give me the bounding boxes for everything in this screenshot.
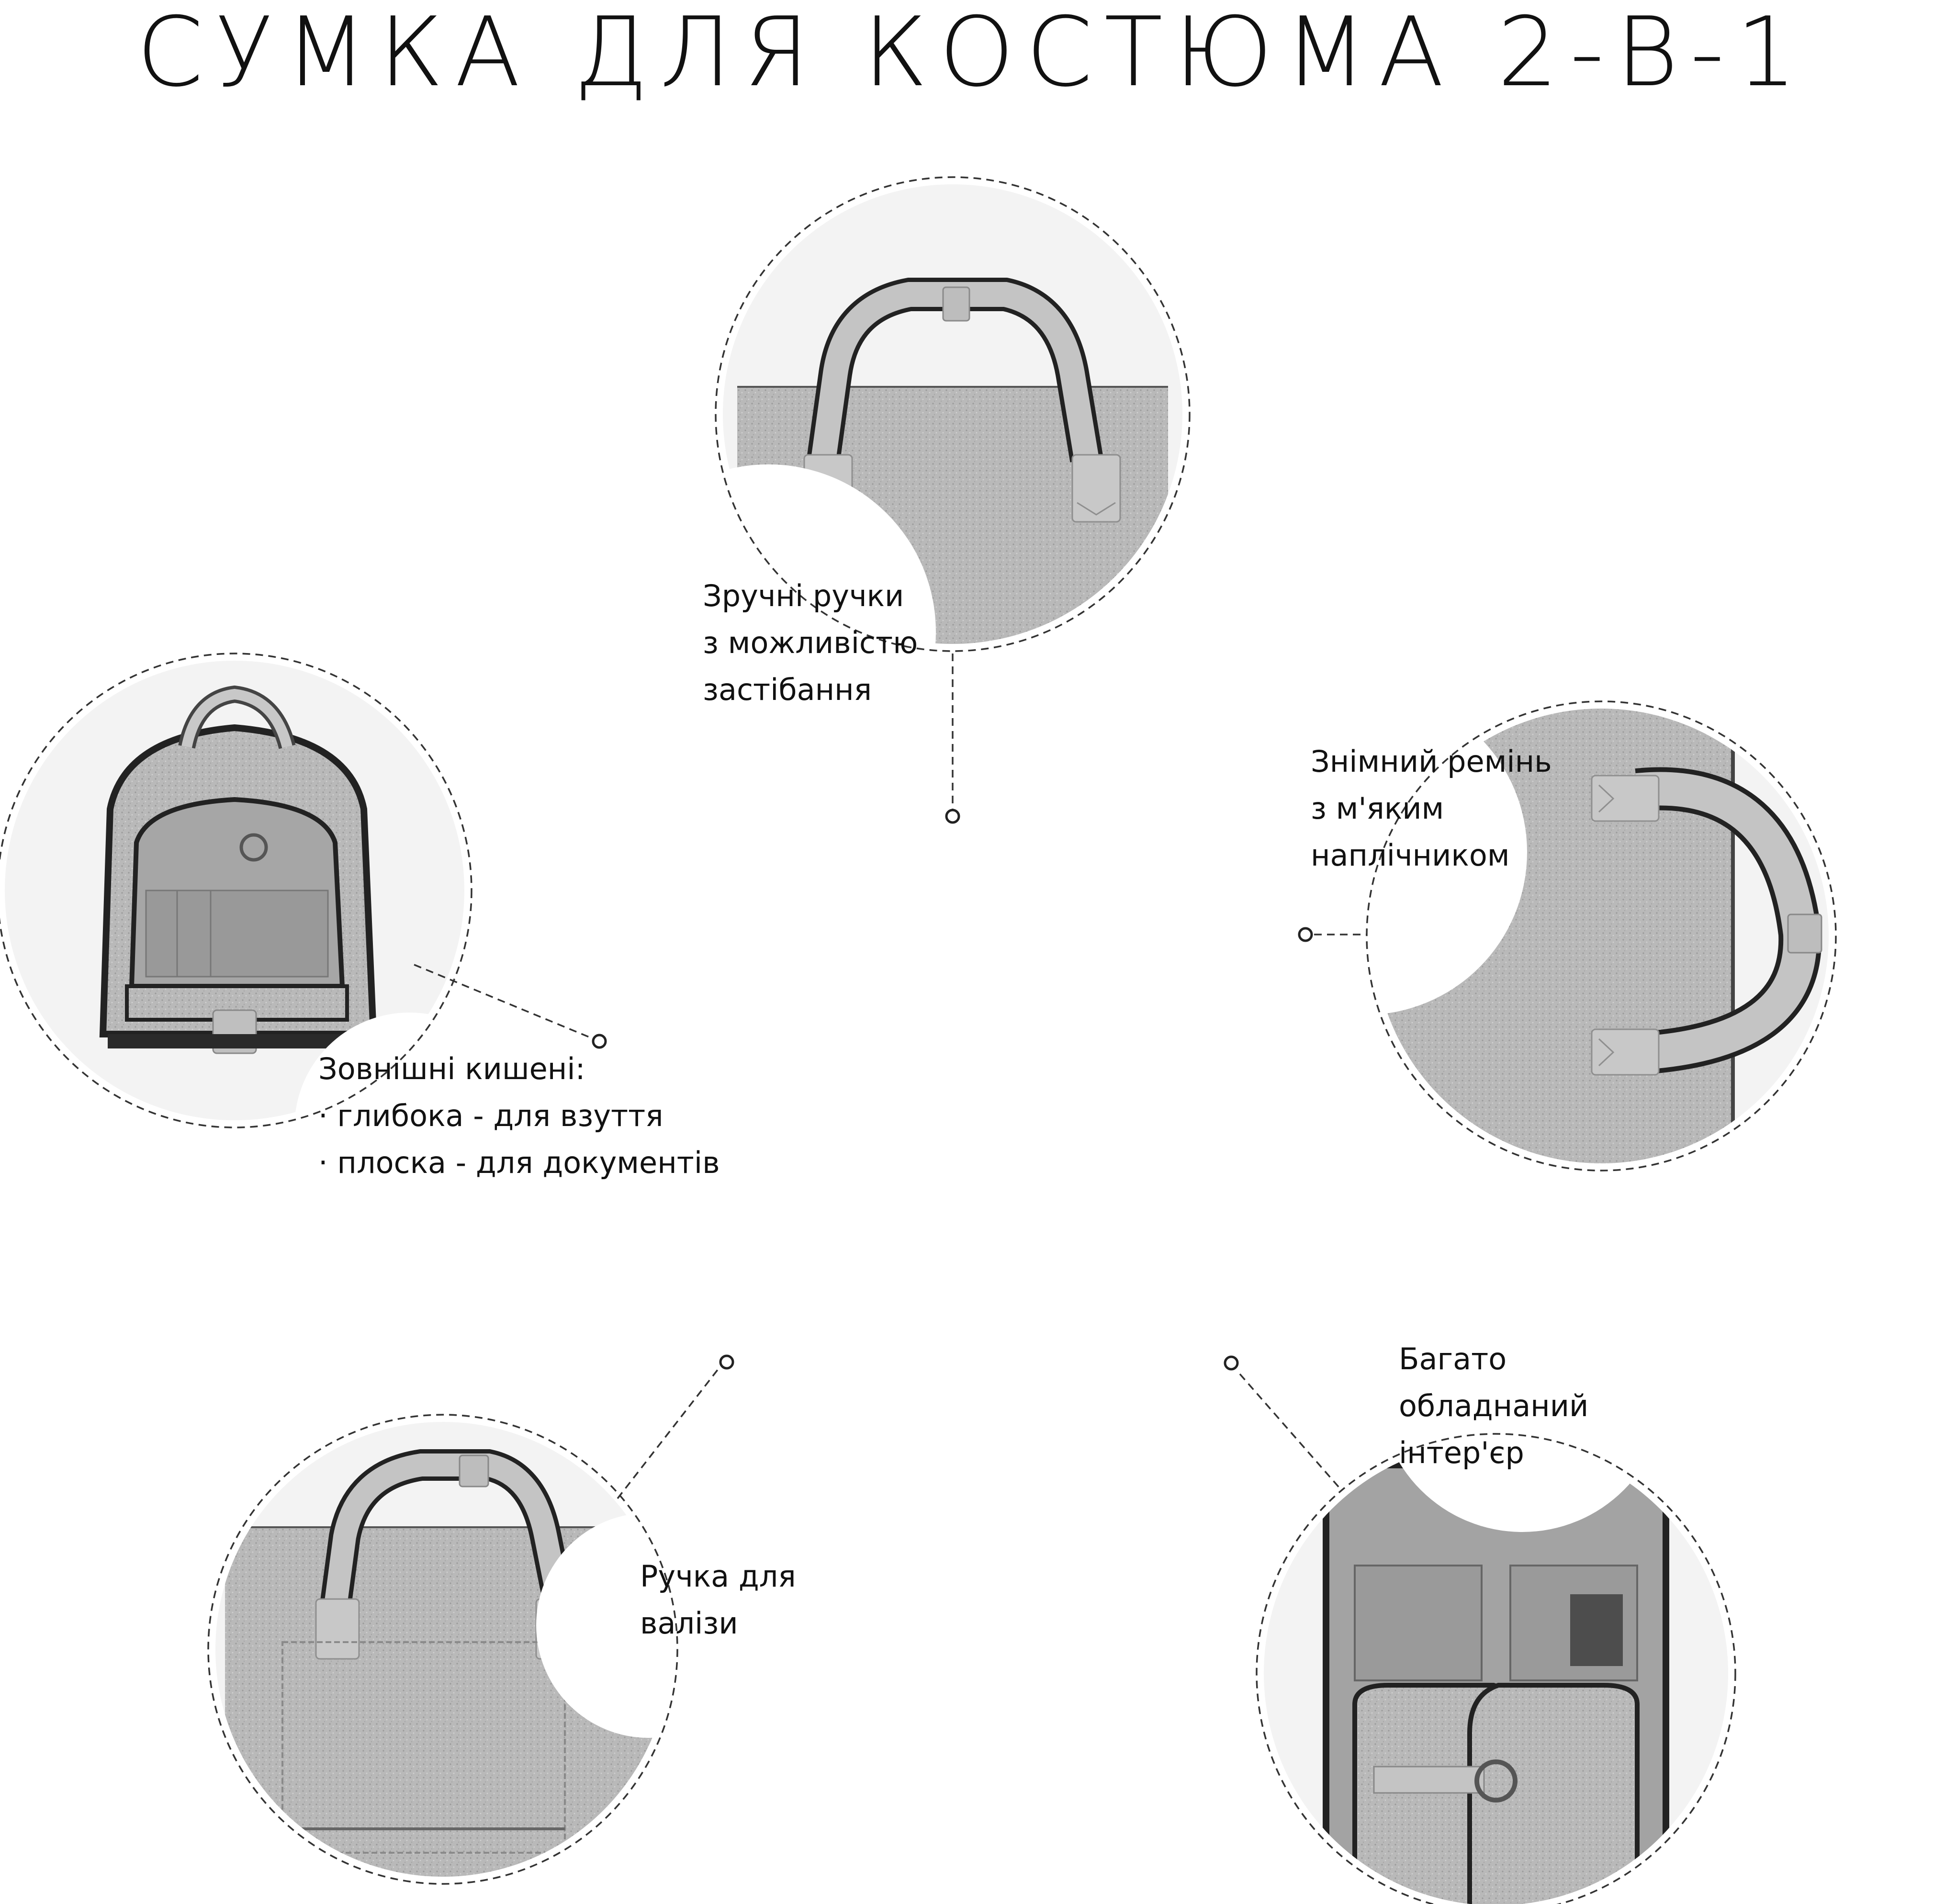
shoulder-strap-photo <box>1202 689 1829 1163</box>
caption-interior-line-3: інтер'єр <box>1399 1435 1524 1470</box>
outline-luggage <box>207 1414 678 1885</box>
luggage-handle-photo <box>215 1422 761 1877</box>
outline-strap <box>1366 700 1837 1172</box>
caption-strap-line-1: Знімний ремінь <box>1311 744 1552 779</box>
outline-handles <box>715 176 1191 652</box>
caption-luggage-line-1: Ручка для <box>640 1559 796 1594</box>
marker-handles <box>945 809 960 824</box>
caption-pockets-heading: Зовнішні кишені: <box>318 1051 585 1086</box>
caption-strap-line-3: наплічником <box>1311 838 1510 873</box>
caption-pockets: Зовнішні кишені: глибока - для взуття пл… <box>318 1046 720 1186</box>
caption-handles-line-1: Зручні ручки <box>703 578 904 613</box>
caption-strap: Знімний ремінь з м'яким наплічником <box>1311 738 1552 879</box>
caption-luggage-handle: Ручка для валізи <box>640 1553 796 1647</box>
connector-pockets <box>414 964 594 1040</box>
connector-luggage <box>617 1368 719 1499</box>
caption-interior: Багато обладнаний інтер'єр <box>1399 1336 1588 1476</box>
caption-luggage-line-2: валізи <box>640 1606 738 1641</box>
caption-pockets-item-1: глибока - для взуття <box>318 1093 720 1139</box>
page-title: СУМКА ДЛЯ КОСТЮМА 2-В-1 <box>136 0 1809 108</box>
open-pocket-photo <box>5 661 524 1242</box>
caption-handles-line-3: застібання <box>703 672 872 707</box>
caption-handles-line-2: з можливістю <box>703 625 918 660</box>
marker-luggage <box>719 1354 734 1370</box>
marker-strap <box>1298 927 1313 942</box>
caption-handles: Зручні ручки з можливістю застібання <box>703 573 918 713</box>
marker-interior <box>1224 1355 1239 1371</box>
caption-strap-line-2: з м'яким <box>1311 791 1444 826</box>
outline-pockets <box>0 653 472 1128</box>
marker-pockets <box>592 1034 607 1049</box>
connector-interior <box>1239 1373 1341 1490</box>
caption-interior-line-1: Багато <box>1399 1341 1507 1376</box>
outline-interior <box>1256 1433 1736 1904</box>
interior-photo <box>1264 1245 1728 1904</box>
caption-pockets-item-2: плоска - для документів <box>318 1139 720 1186</box>
caption-interior-line-2: обладнаний <box>1399 1388 1589 1423</box>
carry-handles-photo <box>601 184 1182 800</box>
